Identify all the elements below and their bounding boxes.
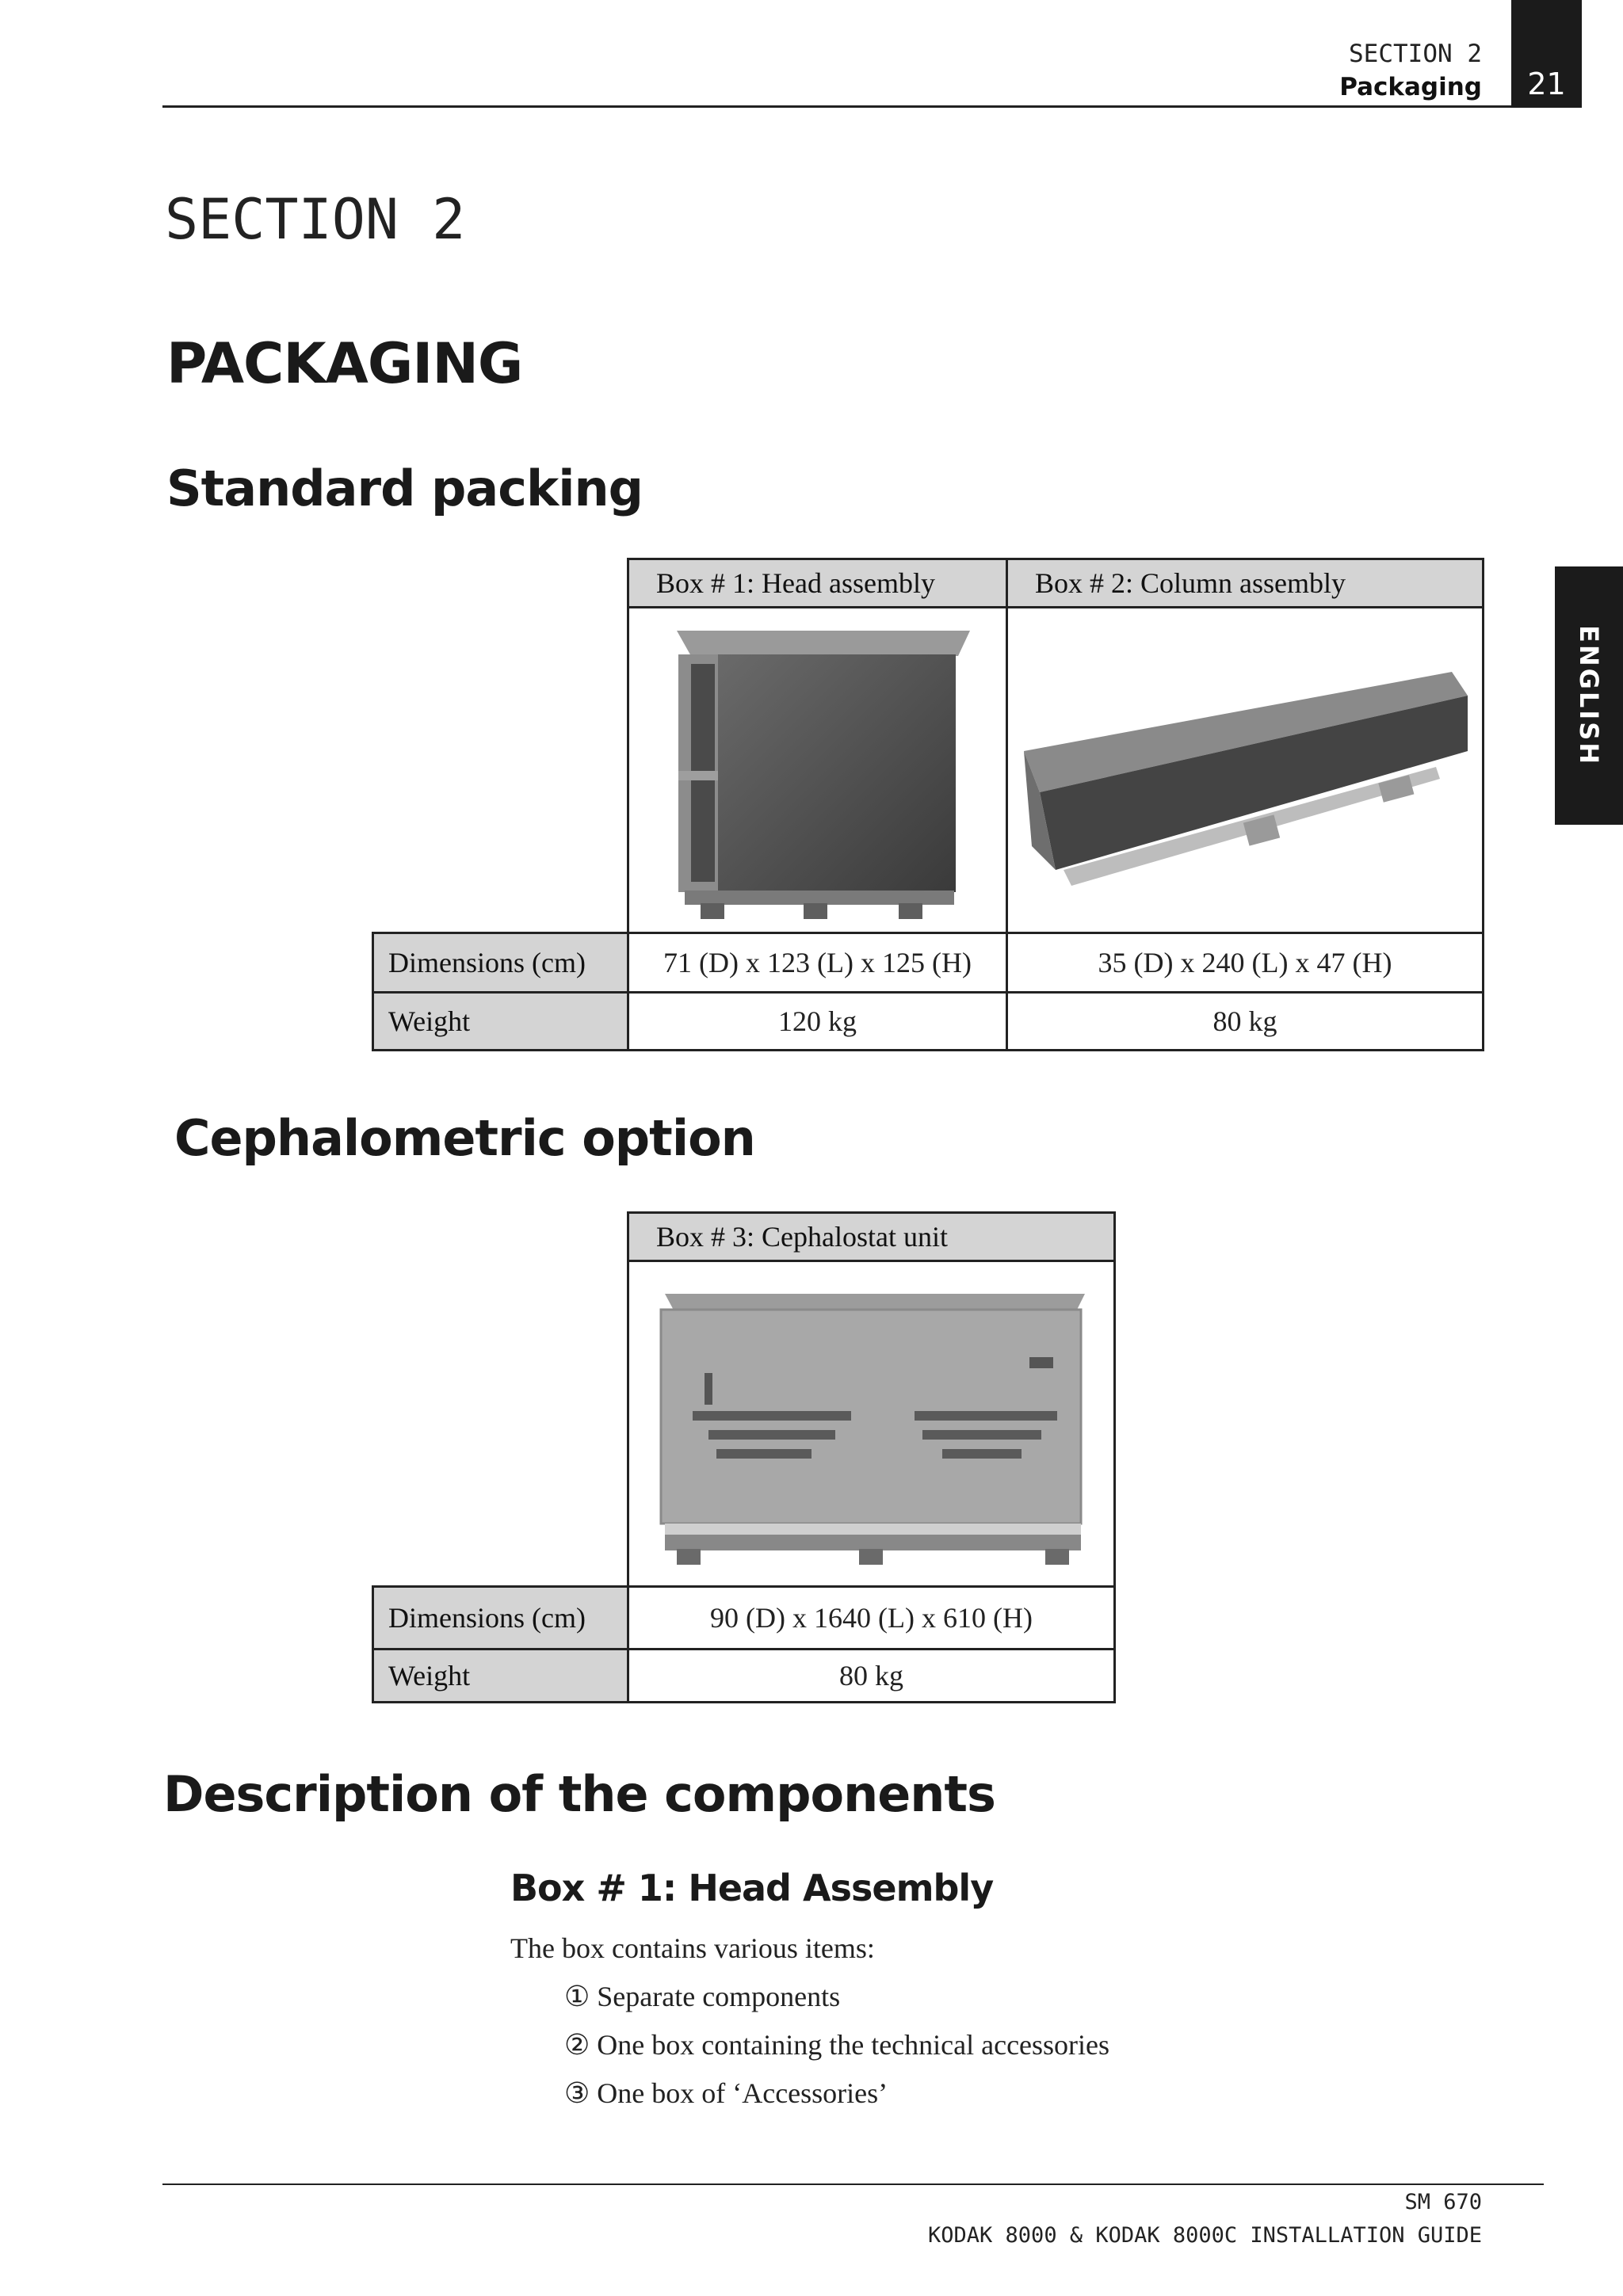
list-item: ① Separate components [564,1981,841,2012]
language-tab-label-wrap: ENGLISH [1555,566,1623,825]
column-assembly-box-photo [1024,672,1468,886]
dimensions-label-cell: Dimensions (cm) [372,932,629,994]
footer-rule [162,2183,1544,2185]
list-item: ③ One box of ‘Accessories’ [564,2077,888,2109]
box2-image-cell [1006,606,1484,934]
box2-title-cell: Box # 2: Column assembly [1006,558,1484,608]
box3-dimensions-label-cell: Dimensions (cm) [372,1585,629,1650]
language-tab [1555,566,1623,825]
box1-title-cell: Box # 1: Head assembly [627,558,1008,608]
cephalostat-box-photo [659,1294,1085,1565]
box3-dimensions-cell: 90 (D) x 1640 (L) x 610 (H) [627,1585,1116,1650]
header-section-title: Packaging [1339,73,1482,101]
box3-title-cell: Box # 3: Cephalostat unit [627,1211,1116,1262]
list-item: ② One box containing the technical acces… [564,2029,1110,2061]
footer-guide-title: KODAK 8000 & KODAK 8000C INSTALLATION GU… [928,2223,1482,2248]
box2-weight-cell: 80 kg [1006,991,1484,1051]
header-rule [162,105,1544,108]
box3-weight-cell: 80 kg [627,1648,1116,1703]
box1-weight-cell: 120 kg [627,991,1008,1051]
page-title: PACKAGING [166,331,523,396]
page-number: 21 [1511,0,1582,108]
cephalometric-heading: Cephalometric option [174,1109,756,1167]
header-section-label: SECTION 2 [1349,40,1482,68]
box1-dimensions-cell: 71 (D) x 123 (L) x 125 (H) [627,932,1008,994]
footer-document-code: SM 670 [1404,2190,1482,2214]
box1-description-heading: Box # 1: Head Assembly [510,1867,994,1909]
standard-packing-heading: Standard packing [166,460,643,517]
language-tab-label: ENGLISH [1574,624,1604,767]
weight-label-cell: Weight [372,991,629,1051]
section-label: SECTION 2 [165,187,466,252]
box2-dimensions-cell: 35 (D) x 240 (L) x 47 (H) [1006,932,1484,994]
box3-weight-label-cell: Weight [372,1648,629,1703]
head-assembly-box-photo [677,631,970,919]
description-heading: Description of the components [163,1765,996,1823]
box1-intro-text: The box contains various items: [510,1932,875,1964]
box1-image-cell [627,606,1008,934]
box3-image-cell [627,1260,1116,1588]
